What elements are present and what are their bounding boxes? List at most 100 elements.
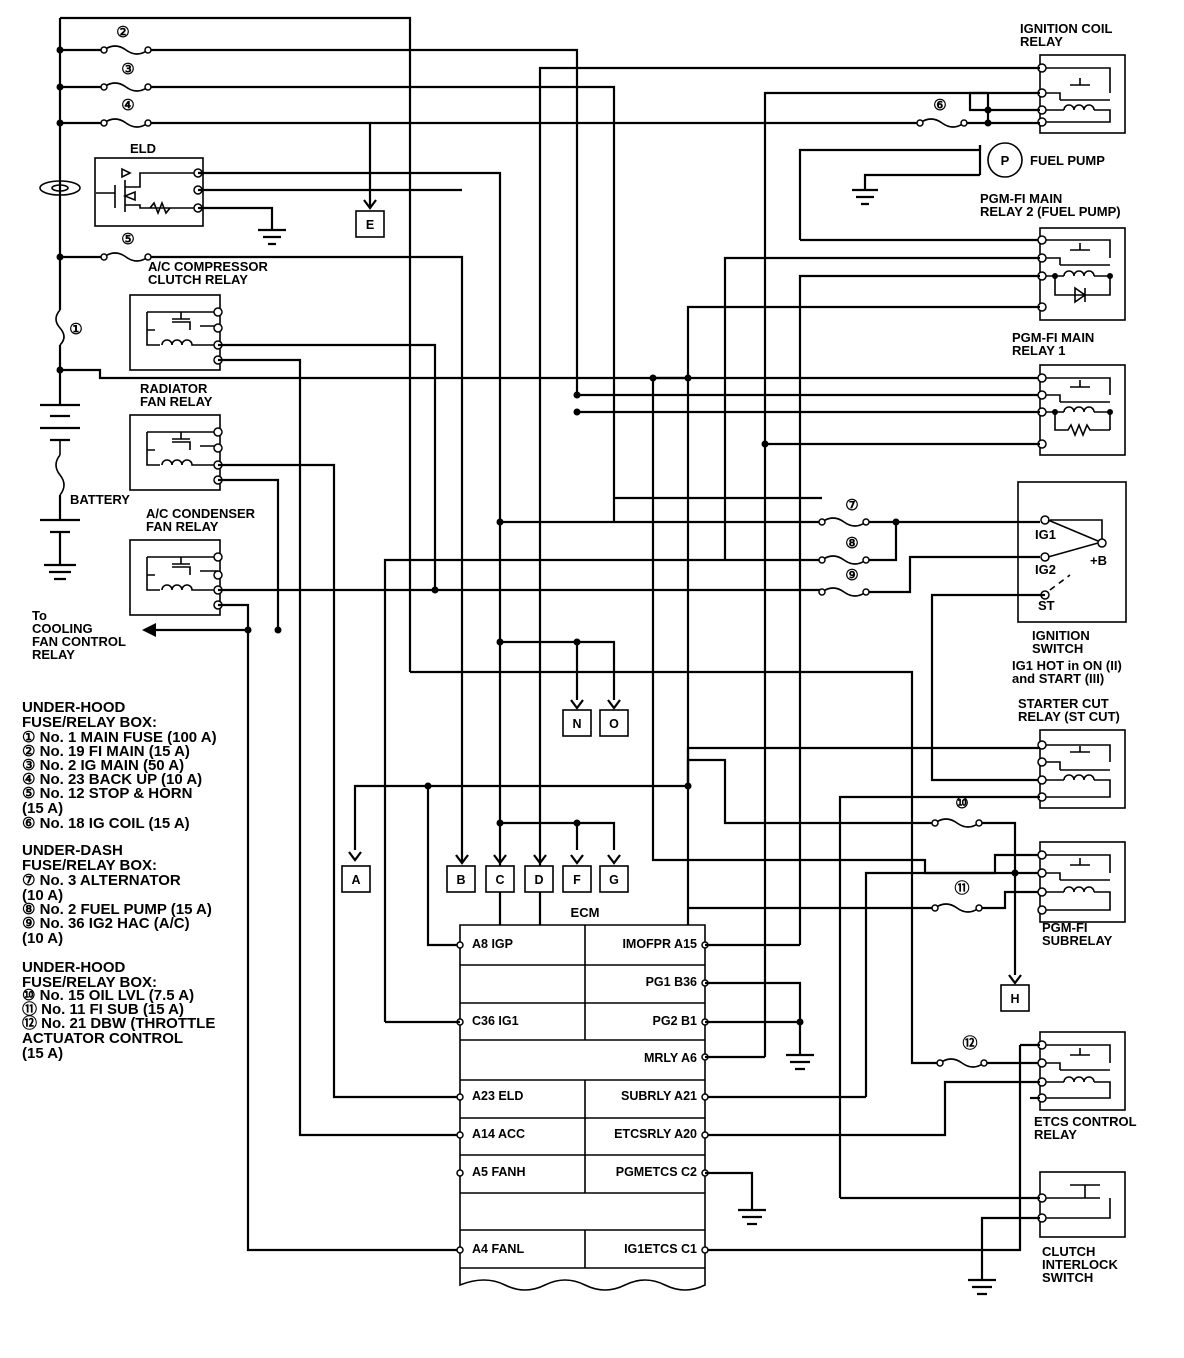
ignition-coil-relay (1037, 54, 1126, 134)
connector-e: E (355, 199, 385, 238)
ecm-pin-a14-acc: A14 ACC (472, 1127, 525, 1141)
connector-b: B (446, 854, 476, 893)
ecm-pin-mrly-a6: MRLY A6 (644, 1051, 697, 1065)
fuse-2-number: ② (116, 24, 129, 41)
ignition-switch: IG1 IG2 +B ST (1017, 481, 1127, 623)
starter-cut-relay (1037, 729, 1126, 809)
clutch-interlock-switch (1037, 1171, 1126, 1238)
legend-item-11: ⑪ No. 11 FI SUB (15 A) (22, 1000, 184, 1018)
pgm-fi-main-relay-2 (1037, 227, 1126, 321)
connector-e-label: E (366, 218, 374, 232)
legend-item-7: ⑦ No. 3 ALTERNATOR(10 A) (22, 872, 181, 904)
legend-item-5: ⑤ No. 12 STOP & HORN(15 A) (22, 785, 192, 817)
battery-icon (40, 403, 80, 581)
fuse-3-number: ③ (121, 61, 134, 78)
fuel-pump-icon: P (798, 142, 1040, 242)
eld-module (94, 157, 204, 227)
legend-item-8: ⑧ No. 2 FUEL PUMP (15 A) (22, 901, 212, 918)
fuse-1-number: ① (69, 321, 82, 338)
fuse-12-number: ⑫ (962, 1034, 977, 1052)
fuse-8-number: ⑧ (845, 535, 858, 552)
ignition-switch-b: +B (1090, 553, 1107, 568)
legend-item-1: ① No. 1 MAIN FUSE (100 A) (22, 729, 217, 746)
connector-c-label: C (495, 873, 504, 887)
connector-o: O (599, 699, 629, 737)
connector-g: G (599, 854, 629, 893)
fuse-5: ⑤ (100, 231, 152, 262)
fuse-12: ⑫ (936, 1034, 988, 1068)
connector-d: D (524, 854, 554, 893)
ignition-switch-ig2: IG2 (1035, 562, 1056, 577)
connector-h: H (1000, 974, 1030, 1012)
fuse-9-number: ⑨ (845, 567, 858, 584)
connector-f: F (562, 854, 592, 893)
legend-item-4: ④ No. 23 BACK UP (10 A) (22, 771, 202, 788)
ecm-pin-pg2-b1: PG2 B1 (653, 1014, 698, 1028)
clutch-ground-icon (968, 1278, 996, 1296)
fuse-10: ⑩ (931, 795, 983, 828)
connector-c: C (485, 854, 515, 893)
ig1-hot-note: IG1 HOT in ON (II)and START (III) (1012, 658, 1122, 686)
connector-o-label: O (609, 717, 619, 731)
fuse-4-number: ④ (121, 97, 134, 114)
ignition-switch-ig1: IG1 (1035, 527, 1056, 542)
connector-f-label: F (573, 873, 581, 887)
connector-a: A (341, 851, 371, 893)
pgm-fi-subrelay (1037, 841, 1126, 923)
connector-n: N (562, 699, 592, 737)
connector-a-label: A (351, 873, 360, 887)
ac-compressor-clutch-relay (129, 294, 223, 371)
ecm-module: ECM A8 IGP C36 IG1 A23 ELD A14 ACC A5 FA… (456, 905, 709, 1291)
pgm-fi-main-relay-1 (1037, 364, 1126, 456)
ecm-pin-subrly-a21: SUBRLY A21 (621, 1089, 697, 1103)
ecm-pin-a4-fanl: A4 FANL (472, 1242, 524, 1256)
fuse-7: ⑦ (818, 497, 870, 527)
ecm-pin-ig1etcs-c1: IG1ETCS C1 (624, 1242, 697, 1256)
fuse-4: ④ (100, 97, 152, 128)
eld-ground-icon (258, 228, 286, 246)
eld-label: ELD (130, 141, 156, 156)
ecm-pin-imofpr-a15: IMOFPR A15 (622, 937, 697, 951)
connector-n-label: N (572, 717, 581, 731)
ecm-label: ECM (571, 905, 600, 920)
ecm-pin-etcsrly-a20: ETCSRLY A20 (614, 1127, 697, 1141)
ecm-pin-c36-ig1: C36 IG1 (472, 1014, 519, 1028)
fuse-2: ② (100, 24, 152, 55)
fuse-7-number: ⑦ (845, 497, 858, 514)
fuse-6: ⑥ (916, 97, 968, 128)
etcs-control-relay (1037, 1031, 1126, 1111)
connector-b-label: B (456, 873, 465, 887)
fuse-1: ① (55, 309, 83, 346)
ecm-pin-a5-fanh: A5 FANH (472, 1165, 525, 1179)
ecm-pin-pgmetcs-c2: PGMETCS C2 (616, 1165, 697, 1179)
fuse-5-number: ⑤ (121, 231, 134, 248)
legend-item-10: ⑩ No. 15 OIL LVL (7.5 A) (22, 987, 194, 1004)
battery-label: BATTERY (70, 492, 130, 507)
fuse-11-number: ⑪ (954, 879, 969, 897)
connector-g-label: G (609, 873, 619, 887)
ecm-ground-icon-1 (786, 1053, 814, 1071)
fuse-10-number: ⑩ (955, 795, 968, 812)
legend-item-3: ③ No. 2 IG MAIN (50 A) (22, 757, 184, 774)
connector-h-label: H (1010, 992, 1019, 1006)
ecm-pin-a23-eld: A23 ELD (472, 1089, 523, 1103)
ecm-ground-icon-2 (738, 1208, 766, 1226)
ac-condenser-fan-relay (129, 539, 223, 616)
current-sensor-icon (39, 180, 81, 196)
fuel-pump-label: FUEL PUMP (1030, 153, 1105, 168)
fuse-3: ③ (100, 61, 152, 92)
